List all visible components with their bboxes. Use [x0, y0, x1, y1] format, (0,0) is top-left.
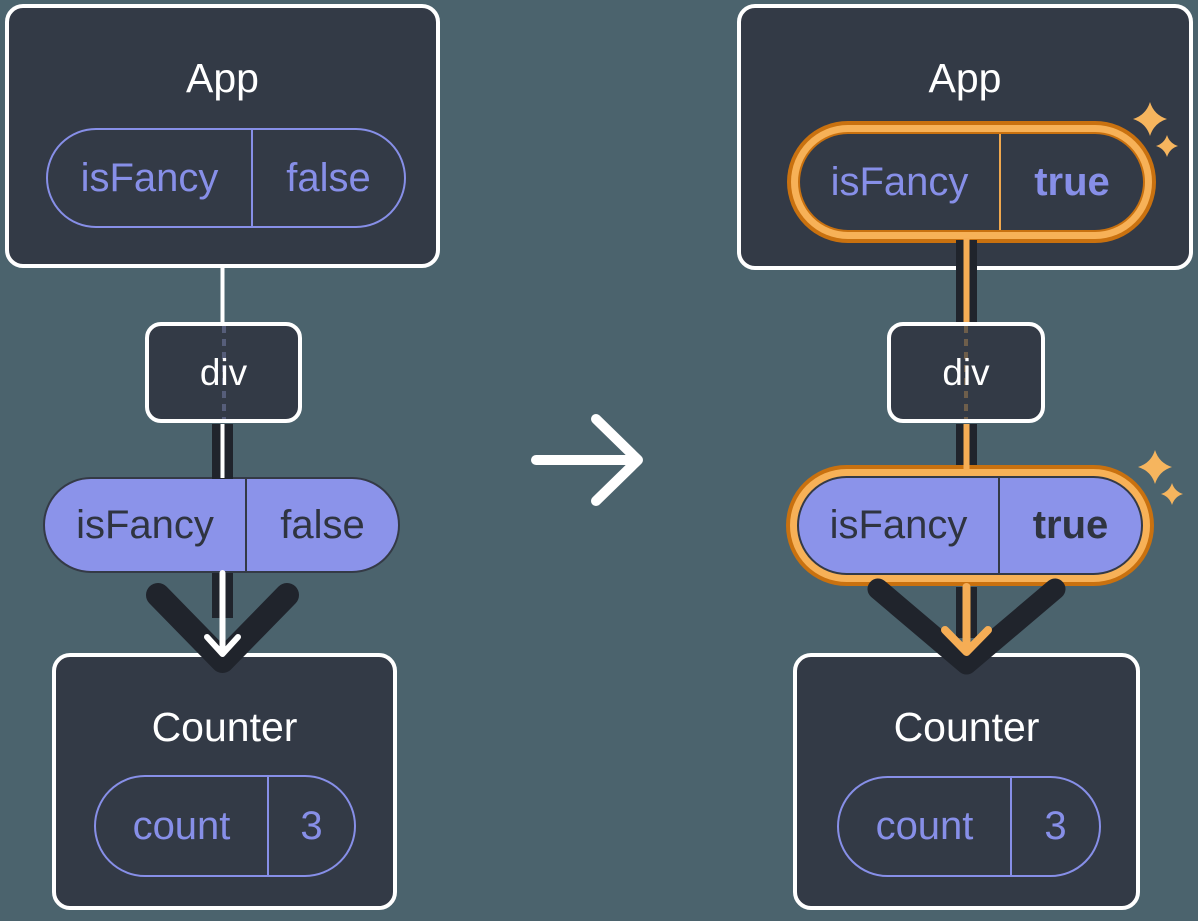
prop-pipe-div-to-pill-before: [212, 424, 233, 479]
passed-prop-pill-before: isFancy false: [43, 477, 400, 573]
pass-through-line: [221, 326, 226, 419]
sparkle-icon: [1161, 483, 1183, 505]
app-prop-pill-before: isFancy false: [46, 128, 406, 228]
prop-name-label: isFancy: [48, 130, 253, 226]
prop-name-label: isFancy: [800, 134, 1001, 230]
counter-box-after: Counter count 3: [793, 653, 1140, 910]
counter-state-pill-before: count 3: [94, 775, 356, 877]
state-value-label: 3: [300, 803, 323, 848]
counter-box-before: Counter count 3: [52, 653, 397, 910]
app-box-before: App isFancy false: [5, 4, 440, 268]
counter-state-pill-after: count 3: [837, 776, 1101, 877]
counter-title: Counter: [151, 704, 298, 750]
prop-name-label: isFancy: [45, 479, 247, 571]
div-box-after: div: [887, 322, 1045, 423]
passed-prop-pill-after-highlighted: isFancy true: [797, 476, 1143, 575]
arrow-right-icon: [531, 414, 643, 506]
state-value-label: 3: [1044, 804, 1067, 848]
state-name-label: count: [839, 778, 1012, 875]
app-title: App: [928, 55, 1002, 101]
sparkle-icon: [1138, 450, 1172, 484]
prop-name-label: isFancy: [799, 478, 1000, 573]
down-arrow-icon: [146, 570, 299, 673]
prop-value-label: false: [280, 502, 365, 547]
prop-value-label: true: [1034, 159, 1110, 204]
app-box-after: App isFancy true: [737, 4, 1193, 270]
prop-value-label: true: [1032, 503, 1109, 547]
pass-through-line: [964, 326, 968, 419]
app-prop-pill-after-highlighted: isFancy true: [798, 132, 1145, 232]
div-box-before: div: [145, 322, 302, 423]
state-name-label: count: [96, 777, 269, 875]
app-title: App: [186, 55, 259, 101]
div-label: div: [942, 351, 990, 393]
counter-title: Counter: [893, 704, 1040, 750]
div-label: div: [199, 351, 248, 393]
prop-value-label: false: [286, 155, 371, 200]
prop-pipe-div-to-pill-after: [956, 424, 977, 470]
